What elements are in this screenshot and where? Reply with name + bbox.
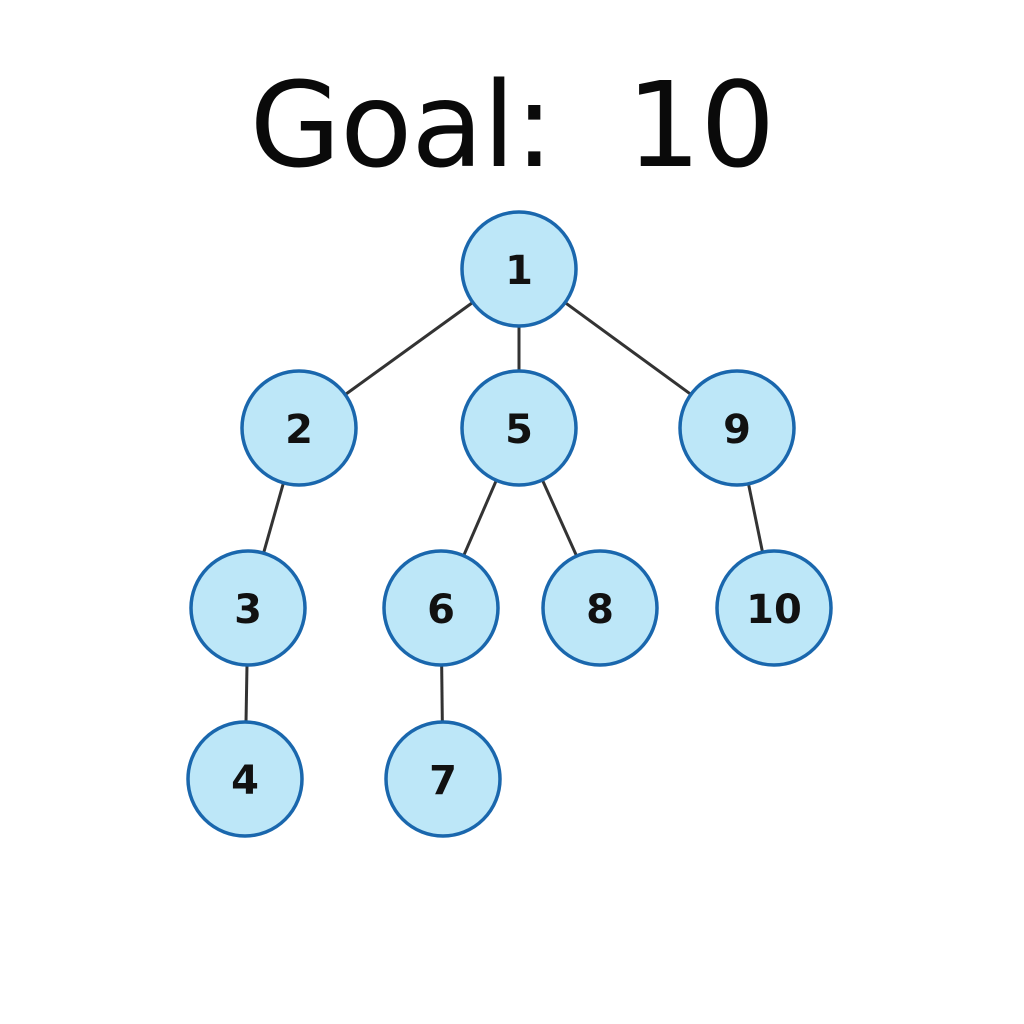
nodes-layer: 1 2 5 9 3 6 8 10 4 7 — [186, 210, 833, 838]
tree-node-10: 10 — [715, 549, 833, 667]
node-circle — [715, 549, 833, 667]
edges-layer — [244, 301, 764, 723]
tree-node-5: 5 — [460, 369, 578, 487]
edge-9-10 — [747, 483, 764, 553]
node-label: 10 — [746, 587, 802, 633]
edge-5-8 — [541, 479, 578, 557]
node-label: 8 — [586, 587, 614, 633]
node-circle — [240, 369, 358, 487]
node-circle — [384, 720, 502, 838]
node-circle — [460, 210, 578, 328]
node-label: 9 — [723, 407, 751, 453]
edge-2-3 — [262, 482, 285, 554]
node-circle — [541, 549, 659, 667]
tree-node-1: 1 — [460, 210, 578, 328]
tree-node-8: 8 — [541, 549, 659, 667]
node-label: 6 — [427, 587, 455, 633]
node-circle — [382, 549, 500, 667]
tree-node-6: 6 — [382, 549, 500, 667]
tree-node-4: 4 — [186, 720, 304, 838]
edge-5-6 — [462, 479, 498, 557]
edge-6-7 — [440, 664, 444, 723]
edge-3-4 — [244, 664, 249, 723]
tree-node-2: 2 — [240, 369, 358, 487]
node-circle — [460, 369, 578, 487]
tree-node-7: 7 — [384, 720, 502, 838]
edge-1-2 — [344, 301, 474, 396]
goal-title: Goal: 10 — [249, 56, 776, 194]
node-label: 7 — [429, 758, 457, 804]
edge-1-9 — [564, 301, 692, 396]
tree-node-9: 9 — [678, 369, 796, 487]
node-label: 4 — [231, 758, 259, 804]
node-circle — [189, 549, 307, 667]
node-label: 3 — [234, 587, 262, 633]
node-label: 1 — [505, 248, 533, 294]
node-label: 5 — [505, 407, 533, 453]
node-circle — [678, 369, 796, 487]
tree-node-3: 3 — [189, 549, 307, 667]
node-label: 2 — [285, 407, 313, 453]
node-circle — [186, 720, 304, 838]
